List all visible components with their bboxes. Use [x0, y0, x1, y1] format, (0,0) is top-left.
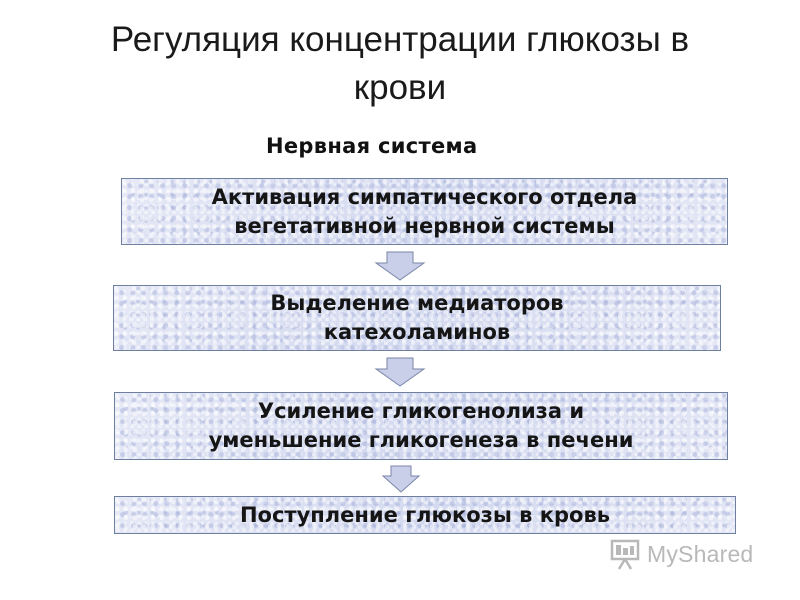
- flow-step-glycogenolysis: Усиление гликогенолиза и уменьшение глик…: [114, 392, 728, 460]
- flow-step-glucose-into-blood: Поступление глюкозы в кровь: [114, 496, 736, 534]
- slide-title: Регуляция концентрации глюкозы в крови: [110, 20, 690, 107]
- section-heading: Нервная система: [266, 134, 478, 158]
- flow-step-sympathetic-activation: Активация симпатического отдела вегетати…: [121, 178, 728, 245]
- down-arrow-icon: [381, 465, 421, 493]
- down-arrow-icon: [374, 357, 426, 387]
- flow-step-mediator-release: Выделение медиаторов катехоламинов: [113, 285, 721, 351]
- projector-board-icon: [610, 539, 640, 570]
- down-arrow-icon: [374, 251, 426, 281]
- myshared-watermark: MyShared: [609, 537, 753, 571]
- watermark-text: MyShared: [647, 540, 754, 567]
